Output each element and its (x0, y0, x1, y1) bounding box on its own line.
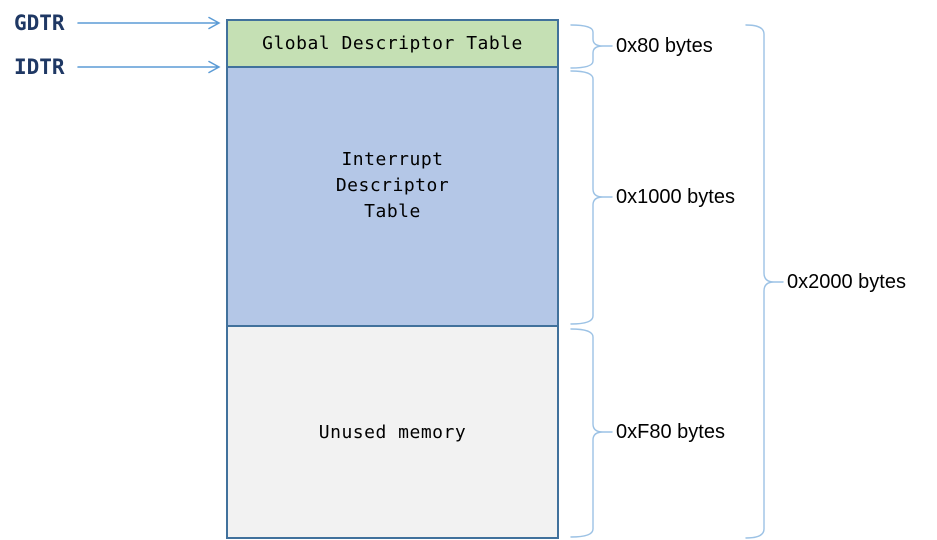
size-label-unused: 0xF80 bytes (616, 421, 725, 443)
brace-unused-icon (570, 328, 613, 538)
brace-total-icon (745, 24, 784, 539)
brace-gdt-icon (570, 24, 613, 69)
memory-section-label-line: Interrupt (341, 148, 444, 170)
idtr-arrow-icon (77, 60, 221, 74)
memory-section-label-line: Table (364, 200, 421, 222)
size-label-idt: 0x1000 bytes (616, 186, 735, 208)
memory-section-label: Global Descriptor Table (262, 33, 523, 54)
brace-idt-icon (570, 70, 613, 325)
size-label-total: 0x2000 bytes (787, 271, 906, 293)
gdtr-arrow-icon (77, 16, 221, 30)
size-label-gdt: 0x80 bytes (616, 35, 713, 57)
memory-section-global-descriptor-table: Global Descriptor Table (228, 21, 557, 68)
memory-section-interrupt-descriptor-table: Interrupt Descriptor Table (228, 68, 557, 327)
memory-section-unused-memory: Unused memory (228, 327, 557, 537)
memory-section-label: Unused memory (318, 421, 467, 443)
register-label-idtr: IDTR (14, 55, 65, 79)
memory-box: Global Descriptor Table Interrupt Descri… (226, 19, 559, 539)
memory-section-label-line: Descriptor (335, 174, 450, 196)
register-label-gdtr: GDTR (14, 11, 65, 35)
